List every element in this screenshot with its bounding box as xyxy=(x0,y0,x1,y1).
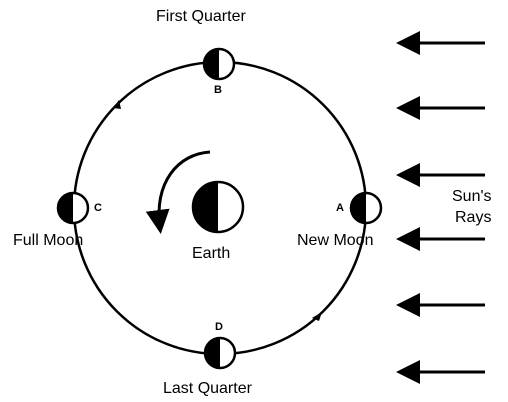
moon-phase-icon xyxy=(205,338,235,368)
sun-rays-label-line2: Rays xyxy=(455,209,491,227)
full-moon-label: Full Moon xyxy=(13,232,83,250)
position-letter-d: D xyxy=(215,321,223,333)
position-letter-b: B xyxy=(214,84,222,96)
new-moon-label: New Moon xyxy=(297,232,373,250)
moon-phase-icon xyxy=(351,193,381,223)
position-letter-a: A xyxy=(336,202,344,214)
earth-icon xyxy=(193,182,243,232)
moon-phase-icon xyxy=(58,193,88,223)
position-letter-c: C xyxy=(94,202,102,214)
moon-phase-icon xyxy=(204,49,234,79)
first-quarter-label: First Quarter xyxy=(156,8,246,26)
earth-label: Earth xyxy=(192,245,230,263)
last-quarter-label: Last Quarter xyxy=(163,380,252,398)
sun-rays-label-line1: Sun's xyxy=(452,188,492,206)
